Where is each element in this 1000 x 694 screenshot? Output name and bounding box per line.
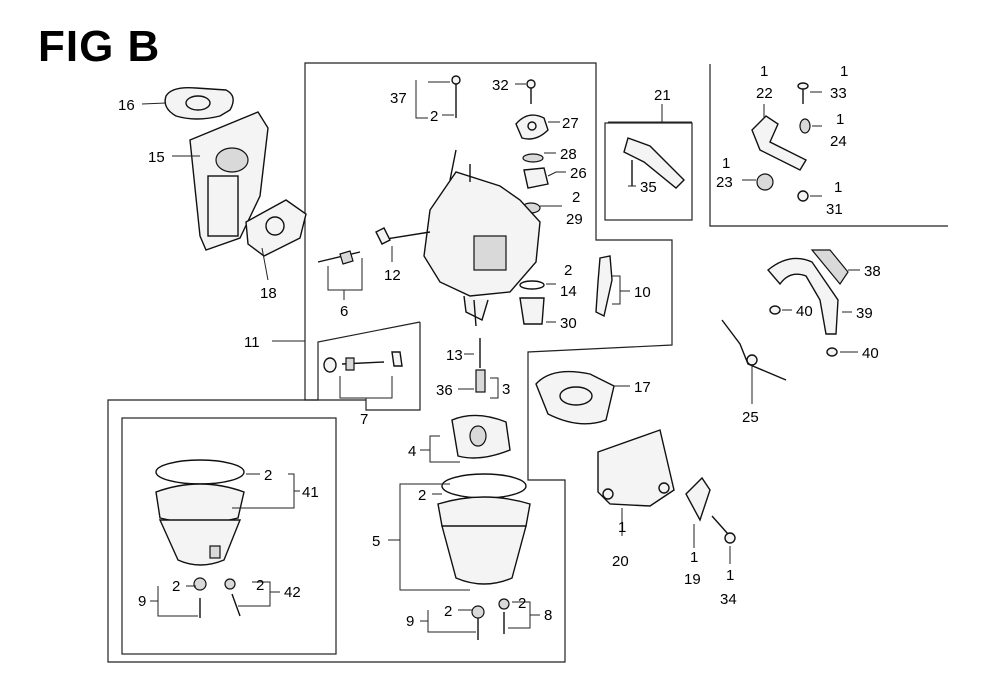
callout-31: 31 (826, 201, 843, 218)
callout-37: 37 (390, 90, 407, 107)
figure-title: FIG B (38, 22, 161, 71)
bowl-kit-frame (121, 417, 337, 655)
callout-27: 27 (562, 115, 579, 132)
callout-20-qty: 1 (618, 519, 626, 536)
bolt-34-part (711, 515, 736, 544)
screw-set-7-part (323, 351, 403, 373)
callout-23-qty: 1 (722, 155, 730, 172)
callout-40b: 40 (862, 345, 879, 362)
main-jet-part (475, 338, 486, 393)
callout-5-qty: 2 (418, 487, 426, 504)
throttle-lever-frame (709, 64, 948, 227)
callout-38: 38 (864, 263, 881, 280)
callout-6: 6 (340, 303, 348, 320)
callout-30: 30 (560, 315, 577, 332)
callout-20: 20 (612, 553, 629, 570)
callout-37-qty: 2 (430, 108, 438, 125)
callout-19: 19 (684, 571, 701, 588)
choke-rod-part (721, 319, 787, 381)
callout-4: 4 (408, 443, 416, 460)
pilot-screw-part (317, 227, 431, 265)
callout-9a: 9 (138, 593, 146, 610)
callout-41: 41 (302, 484, 319, 501)
callout-42: 42 (284, 584, 301, 601)
callout-26: 26 (570, 165, 587, 182)
callout-33-qty: 1 (840, 63, 848, 80)
float-valve-part (519, 280, 545, 325)
callout-13: 13 (446, 347, 463, 364)
carburetor-body-part (423, 149, 541, 327)
callout-39: 39 (856, 305, 873, 322)
callout-9a-qty: 2 (172, 578, 180, 595)
float-10-part (595, 255, 613, 318)
screw-33-part (797, 82, 809, 104)
callout-22: 22 (756, 85, 773, 102)
callout-3: 3 (502, 381, 510, 398)
springs-28-26-29-part (521, 153, 549, 214)
callout-10: 10 (634, 284, 651, 301)
spring-23-part (756, 173, 774, 191)
callout-11: 11 (244, 334, 260, 351)
callout-25: 25 (742, 409, 759, 426)
callout-34: 34 (720, 591, 737, 608)
callout-9b-qty: 2 (444, 603, 452, 620)
gasket-17-part (535, 370, 615, 425)
callout-16: 16 (118, 97, 135, 114)
callout-41-qty: 2 (264, 467, 272, 484)
fuel-hose-part (767, 249, 849, 357)
float-bowl-41-part (155, 459, 245, 566)
callout-labels: 16 15 18 37 2 32 27 28 26 2 29 21 35 1 2… (118, 63, 881, 630)
nut-31-part (797, 190, 809, 202)
callout-34-qty: 1 (726, 567, 734, 584)
callout-35: 35 (640, 179, 657, 196)
bracket-20-part (597, 429, 675, 507)
callout-15: 15 (148, 149, 165, 166)
callout-42-qty: 2 (256, 577, 264, 594)
callout-7: 7 (360, 411, 368, 428)
float-4-part (451, 414, 511, 459)
callout-24: 24 (830, 133, 847, 150)
callout-5: 5 (372, 533, 380, 550)
callout-12: 12 (384, 267, 401, 284)
callout-8: 8 (544, 607, 552, 624)
callout-22-qty: 1 (760, 63, 768, 80)
callout-28: 28 (560, 146, 577, 163)
leader-lines (141, 80, 860, 633)
callout-19-qty: 1 (690, 549, 698, 566)
callout-8-qty: 2 (518, 595, 526, 612)
choke-lever-part (623, 137, 685, 189)
callout-29: 29 (566, 211, 583, 228)
callout-40a: 40 (796, 303, 813, 320)
callout-31-qty: 1 (834, 179, 842, 196)
callout-23: 23 (716, 174, 733, 191)
carburetor-gasket-part (245, 199, 307, 257)
callout-9b: 9 (406, 613, 414, 630)
insulator-plate-part (189, 111, 269, 251)
callout-17: 17 (634, 379, 651, 396)
drain-bolt-parts (193, 577, 510, 640)
callout-33: 33 (830, 85, 847, 102)
clip-19-part (685, 476, 711, 522)
insulator-gasket-part (164, 86, 234, 120)
callout-32: 32 (492, 77, 509, 94)
callout-24-qty: 1 (836, 111, 844, 128)
callout-14-qty: 2 (564, 262, 572, 279)
callout-14: 14 (560, 283, 577, 300)
cap-27-part (515, 114, 549, 140)
screw-32-part (526, 79, 536, 104)
choke-lever-frame (604, 122, 693, 221)
callout-29-qty: 2 (572, 189, 580, 206)
screw-37-part (451, 75, 461, 118)
callout-36: 36 (436, 382, 453, 399)
throttle-lever-part (751, 115, 807, 171)
collar-24-part (799, 118, 811, 134)
float-bowl-5-part (437, 473, 531, 585)
callout-21: 21 (654, 87, 671, 104)
callout-18: 18 (260, 285, 277, 302)
